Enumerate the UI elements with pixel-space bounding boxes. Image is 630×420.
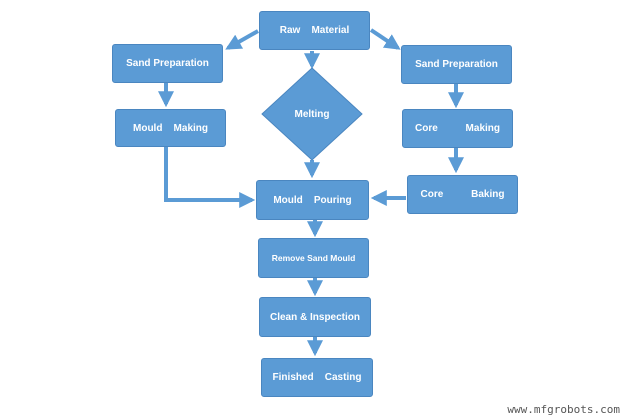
arrow-raw-to-sand-left	[225, 29, 259, 50]
melting-diamond	[261, 67, 363, 161]
watermark: www.mfgrobots.com	[507, 403, 620, 416]
arrow-raw-to-sand-right	[369, 28, 401, 50]
sand-preparation-right-node: Sand Preparation	[401, 45, 512, 84]
core-making-node: Core Making	[402, 109, 513, 148]
remove-sand-mould-node: Remove Sand Mould	[258, 238, 369, 278]
clean-inspection-node: Clean & Inspection	[259, 297, 371, 337]
sand-preparation-left-node: Sand Preparation	[112, 44, 223, 83]
mould-making-node: Mould Making	[115, 109, 226, 147]
arrow-mould-making-to-pouring	[164, 147, 256, 208]
mould-pouring-node: Mould Pouring	[256, 180, 369, 220]
raw-material-node: Raw Material	[259, 11, 370, 50]
finished-casting-node: Finished Casting	[261, 358, 373, 397]
melting-label: Melting	[294, 108, 330, 120]
core-baking-node: Core Baking	[407, 175, 518, 214]
